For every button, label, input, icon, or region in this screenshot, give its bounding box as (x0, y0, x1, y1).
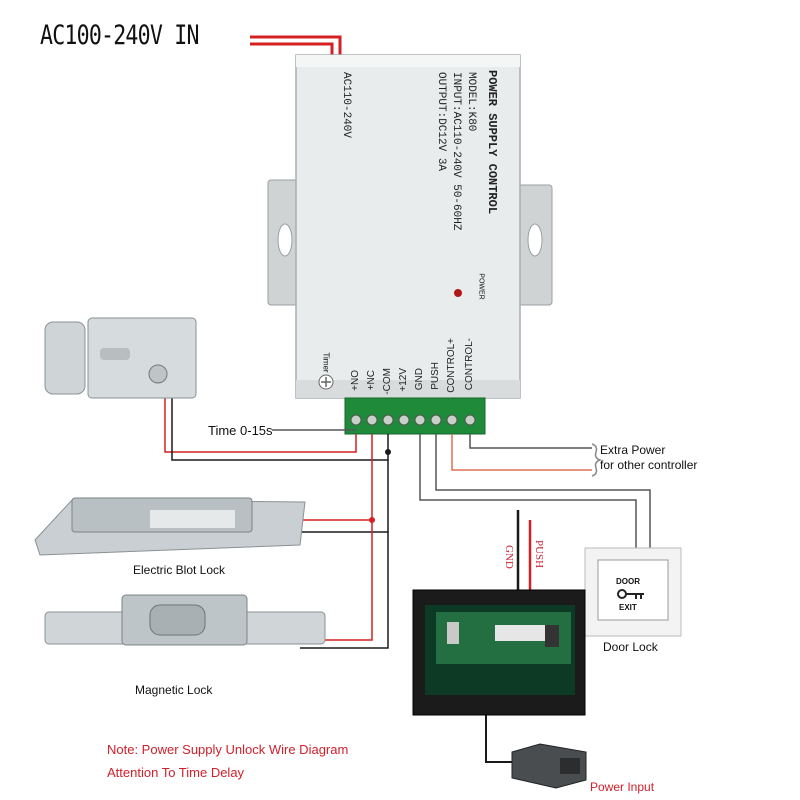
psu-ac-text: AC110-240V (340, 72, 352, 139)
time-delay-label: Time 0-15s (208, 423, 273, 438)
gnd-wire-label: GND (503, 545, 515, 569)
power-led (454, 289, 462, 297)
psu-mount-flange-right (517, 184, 553, 306)
power-supply-box (295, 54, 521, 399)
door-lock-label: Door Lock (603, 640, 658, 654)
controller-panel (412, 589, 586, 716)
psu-model-text: MODEL:K80 (465, 72, 477, 132)
power-adapter-image (511, 743, 587, 789)
ac-input-label: AC100-240V IN (40, 20, 199, 51)
magnetic-lock-image (44, 594, 326, 646)
psu-mount-flange-left (267, 179, 303, 306)
terminal-control-minus: CONTROL- (464, 338, 475, 391)
psu-label-area: POWER SUPPLY CONTROL MODEL:K80 INPUT:AC1… (330, 60, 510, 230)
terminal-nc: +NC (366, 370, 377, 391)
psu-input-text: INPUT:AC110-240V 50-60HZ (450, 72, 462, 231)
terminal-block (344, 397, 486, 435)
electric-rim-lock (44, 317, 197, 399)
electric-bolt-lock-label: Electric Blot Lock (133, 563, 226, 577)
terminal-control-plus: CONTROL+ (446, 338, 457, 393)
psu-brand-text: POWER SUPPLY CONTROL (485, 70, 499, 215)
terminal-com: -COM (382, 368, 393, 395)
magnetic-lock-label: Magnetic Lock (135, 683, 213, 697)
electric-bolt-lock-image (34, 497, 306, 556)
extra-power-label-line1: Extra Power (600, 443, 666, 457)
terminal-push: PUSH (430, 362, 441, 390)
terminal-12v: +12V (398, 368, 409, 392)
exit-button-exit-text: EXIT (619, 603, 637, 612)
timer-label: Timer (321, 352, 331, 373)
power-led-label: POWER (477, 273, 485, 300)
psu-output-text: OUTPUT:DC12V 3A (435, 72, 447, 172)
wires (164, 392, 651, 763)
ac-input-wires (250, 35, 342, 57)
note-line-2: Attention To Time Delay (107, 765, 245, 780)
power-input-label: Power Input (590, 780, 655, 794)
terminal-gnd: GND (414, 368, 425, 391)
note-line-1: Note: Power Supply Unlock Wire Diagram (107, 742, 349, 757)
push-wire-label: PUSH (533, 540, 545, 569)
terminal-no: +NO (350, 370, 361, 391)
exit-button-plate[interactable] (584, 547, 682, 637)
extra-power-label-line2: for other controller (600, 458, 698, 472)
exit-button-door-text: DOOR (616, 577, 640, 586)
